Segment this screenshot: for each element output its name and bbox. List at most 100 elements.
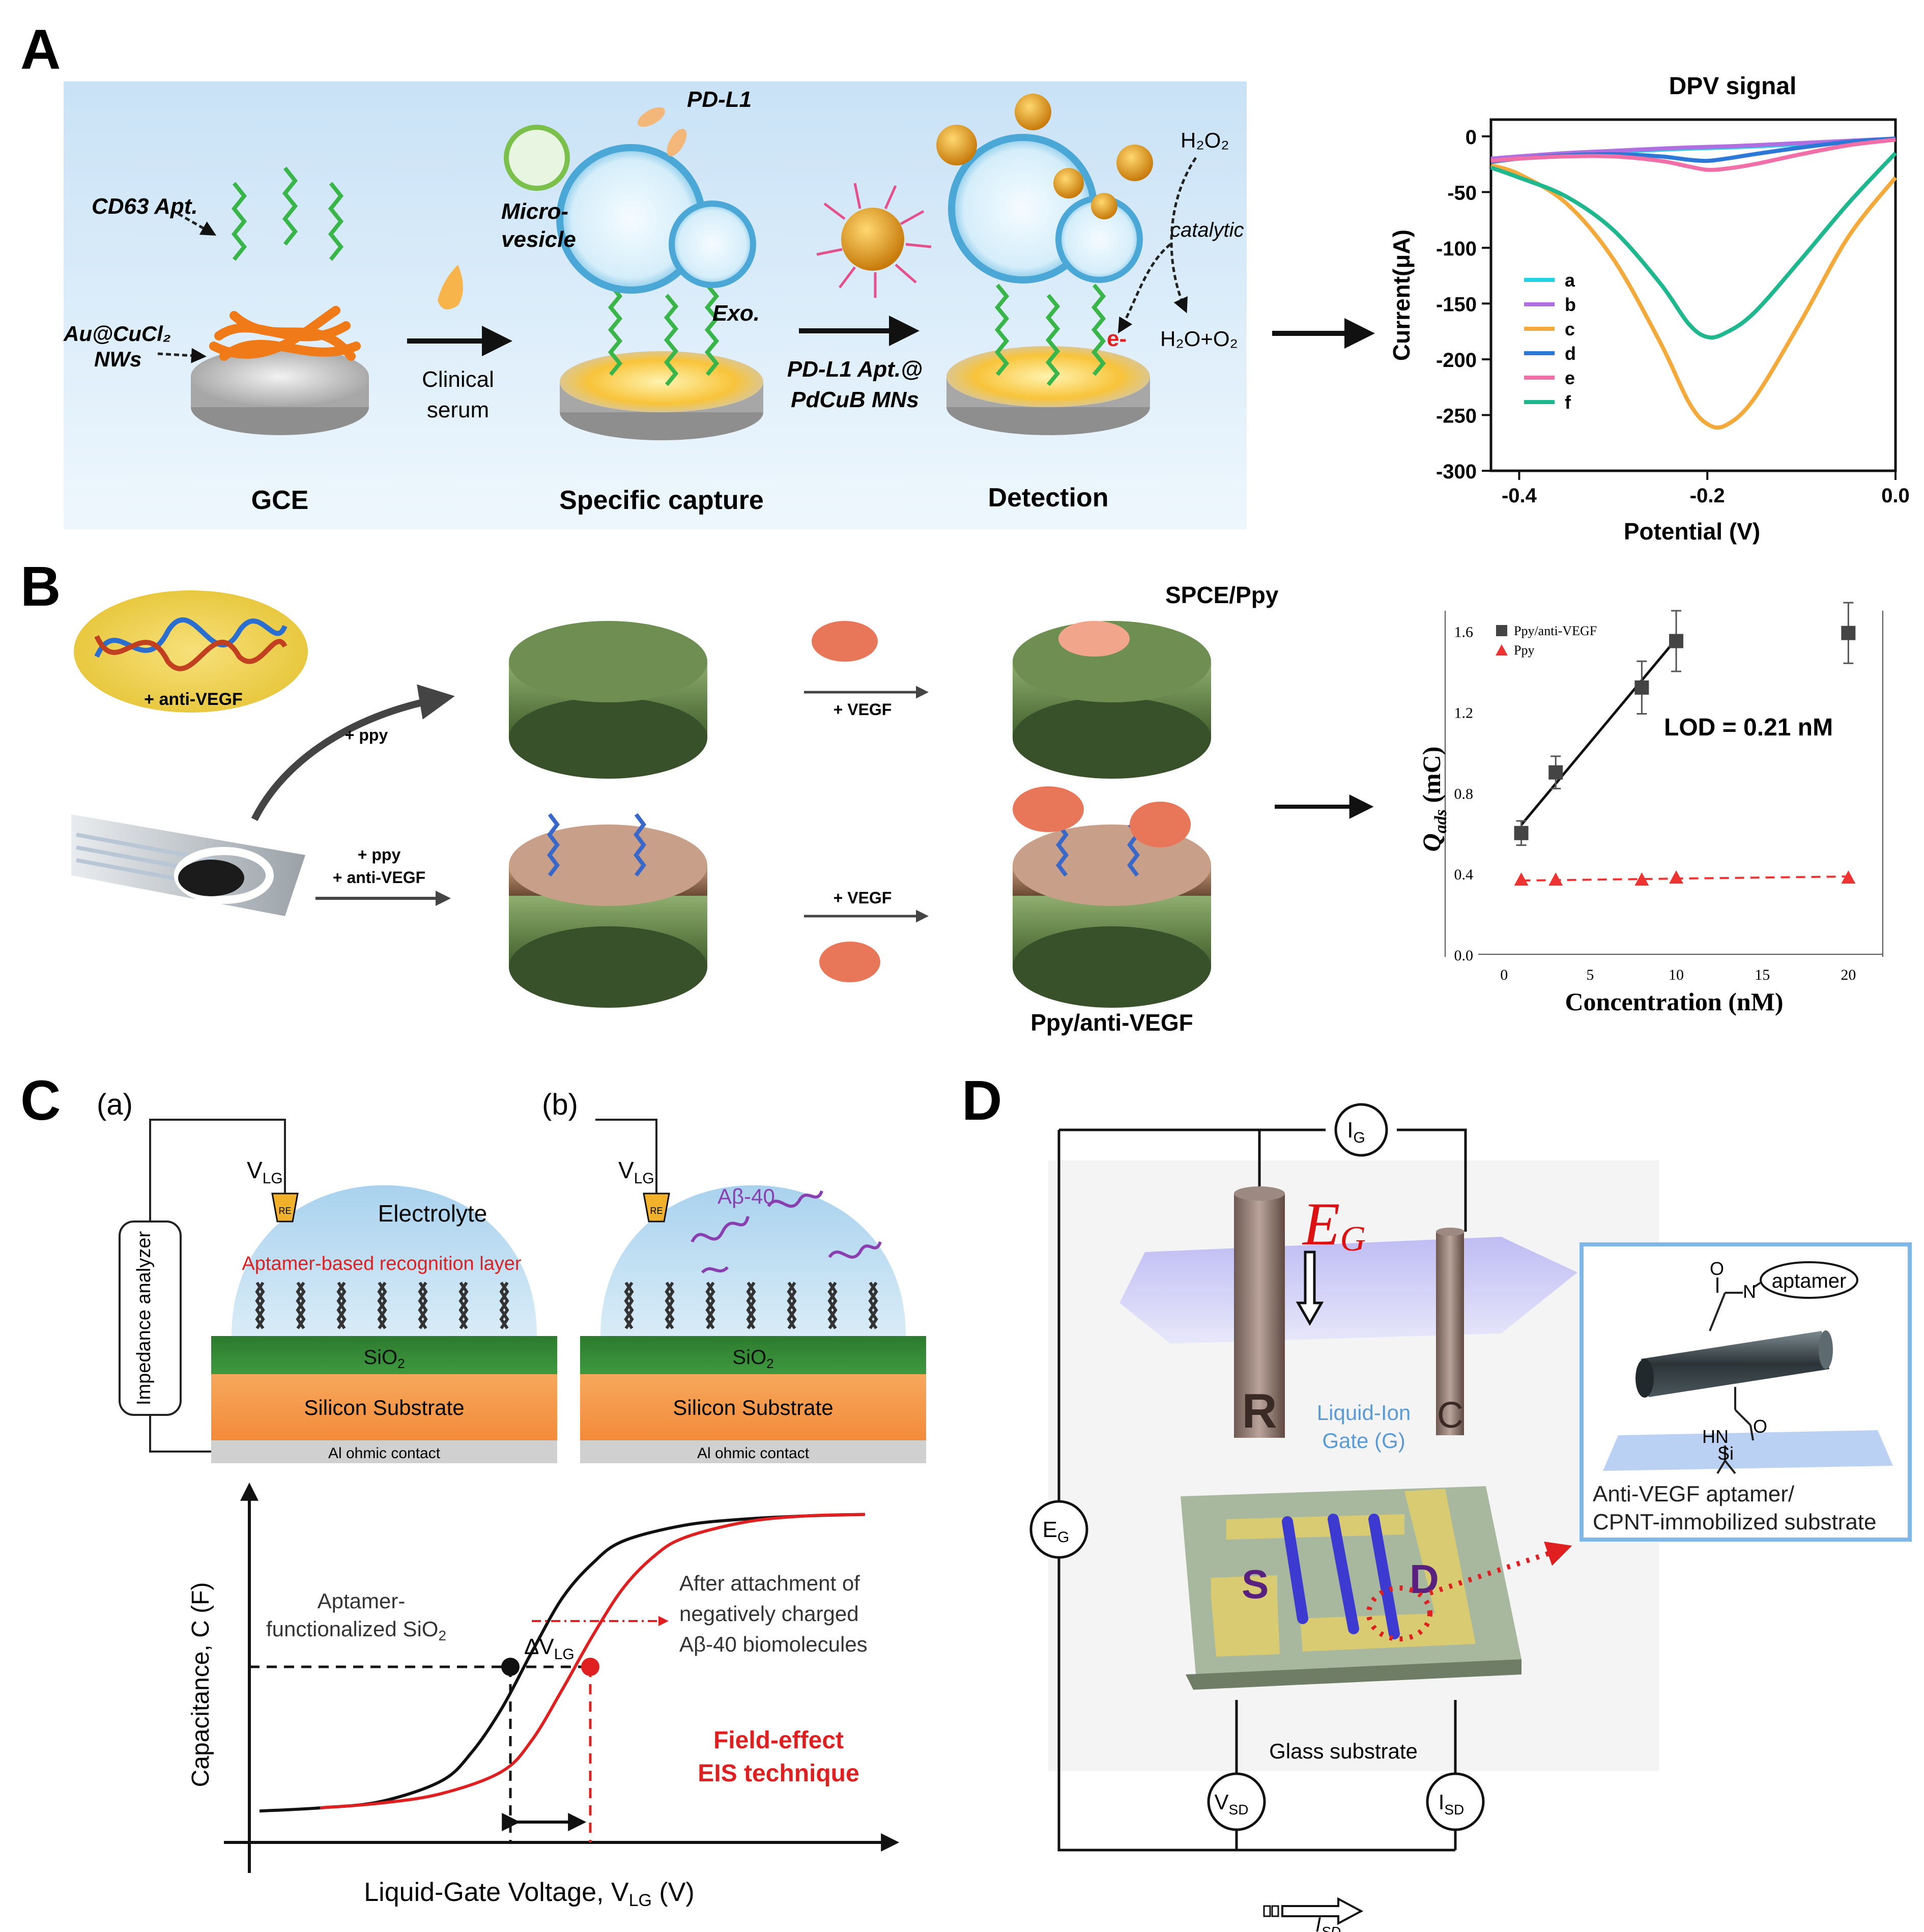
cap-point-black bbox=[501, 1658, 520, 1676]
label-inset-2: CPNT-immobilized substrate bbox=[1593, 1510, 1877, 1535]
dpv-x-tick-label: 0.0 bbox=[1881, 485, 1910, 507]
label-glass: Glass substrate bbox=[1269, 1739, 1418, 1763]
label-after-3: Aβ-40 biomolecules bbox=[679, 1632, 868, 1656]
qads-ylabel-sub: ads bbox=[1431, 809, 1450, 833]
label-d: D bbox=[1410, 1556, 1439, 1602]
qads-x-tick-label: 15 bbox=[1755, 967, 1770, 983]
label-catalytic: catalytic bbox=[1170, 219, 1244, 241]
dpv-x-tick-label: -0.2 bbox=[1690, 485, 1725, 507]
label-au-nw-1: Au@CuCl₂ bbox=[63, 322, 171, 346]
label-sub-b: (b) bbox=[542, 1088, 578, 1121]
dpv-y-tick-label: -300 bbox=[1436, 461, 1477, 483]
dpv-y-tick-label: -150 bbox=[1436, 293, 1477, 316]
vegf-protein-adsorbed bbox=[1058, 621, 1130, 657]
re-label-b: RE bbox=[650, 1206, 663, 1216]
label-apt-func-2: functionalized SiO2 bbox=[266, 1617, 446, 1643]
circuit-wires bbox=[1057, 1128, 1467, 1852]
label-inset-1: Anti-VEGF aptamer/ bbox=[1593, 1482, 1795, 1507]
qads-legend-label: Ppy bbox=[1514, 643, 1534, 658]
dpv-y-tick-label: -200 bbox=[1436, 349, 1477, 372]
label-ppy-anti-vegf: Ppy/anti-VEGF bbox=[1030, 1009, 1193, 1036]
microvesicle bbox=[504, 125, 570, 191]
pdcub-nanozyme bbox=[816, 183, 932, 298]
label-anti-vegf-bubble: + anti-VEGF bbox=[144, 690, 243, 709]
cpnt-tube bbox=[1641, 1331, 1829, 1397]
panel-c: C (a) (b) RE Impedance analyzer bbox=[20, 1069, 926, 1910]
reference-electrode-b bbox=[643, 1192, 670, 1223]
qads-point-ppy-anti-vegf bbox=[1514, 826, 1529, 840]
label-vegf-top: + VEGF bbox=[834, 700, 892, 719]
isd-arrow bbox=[1281, 1897, 1364, 1925]
chem-si: Si bbox=[1717, 1443, 1734, 1464]
label-impedance: Impedance analyzer bbox=[133, 1231, 155, 1406]
cpnt-bundles bbox=[1282, 1514, 1400, 1639]
capture-electrode bbox=[504, 107, 763, 440]
label-isd-arrow-sub: SD bbox=[1321, 1924, 1341, 1932]
qads-legend-marker bbox=[1496, 625, 1507, 636]
disk-ppy-anti-bottom-right bbox=[1013, 786, 1211, 1008]
qads-point-ppy bbox=[1841, 870, 1856, 884]
pdl1-protein-2 bbox=[667, 129, 687, 156]
label-detection: Detection bbox=[988, 483, 1109, 513]
vegf-protein-bottom bbox=[819, 942, 880, 982]
label-delta-vlg: ΔVLG bbox=[524, 1634, 575, 1663]
label-ig-sub: G bbox=[1353, 1129, 1365, 1146]
label-after-1: After attachment of bbox=[679, 1571, 860, 1595]
qads-y-tick-label: 0.0 bbox=[1454, 947, 1474, 964]
label-electron: e- bbox=[1107, 326, 1127, 351]
impedance-analyzer bbox=[119, 1220, 182, 1416]
dpv-legend-label: d bbox=[1565, 343, 1576, 364]
qads-y-ticks: 0.00.40.81.21.6 bbox=[1454, 624, 1474, 964]
disk-ppy-top-right bbox=[1013, 621, 1211, 779]
label-apt-func-2-main: functionalized SiO bbox=[266, 1617, 439, 1641]
label-aptamer-layer: Aptamer-based recognition layer bbox=[242, 1253, 522, 1274]
label-vsd-sub: SD bbox=[1229, 1802, 1249, 1817]
label-apt-func-2-sub: 2 bbox=[438, 1628, 446, 1643]
label-vlg-b-sub: LG bbox=[634, 1170, 654, 1187]
label-ohmic-b: Al ohmic contact bbox=[697, 1445, 810, 1462]
dpv-y-ticks: 0-50-100-150-200-250-300 bbox=[1436, 126, 1491, 483]
reference-electrode-a bbox=[271, 1192, 299, 1223]
cap-series bbox=[259, 1513, 866, 1813]
exosome-small bbox=[669, 201, 756, 288]
panel-a: A CD63 Apt. Au@CuCl₂ NWs GCE bbox=[20, 18, 1910, 545]
label-aptamer: aptamer bbox=[1772, 1270, 1847, 1292]
cap-xlabel: Liquid-Gate Voltage, VLG (V) bbox=[364, 1878, 694, 1910]
label-fe-2: EIS technique bbox=[698, 1760, 859, 1787]
label-apt-func-1: Aptamer- bbox=[318, 1589, 406, 1613]
cap-ylabel: Capacitance, C (F) bbox=[187, 1582, 214, 1787]
label-gate-1: Liquid-Ion bbox=[1317, 1401, 1411, 1425]
label-vlg-b: VLG bbox=[618, 1157, 654, 1187]
label-exo: Exo. bbox=[712, 301, 760, 326]
vsd-source bbox=[1207, 1772, 1266, 1831]
chem-bonds bbox=[1709, 1277, 1762, 1474]
label-isd: ISD bbox=[1439, 1790, 1464, 1817]
label-abeta: Aβ-40 bbox=[717, 1184, 775, 1208]
label-isd-main: I bbox=[1439, 1790, 1445, 1814]
gce-electrode bbox=[191, 166, 369, 435]
aptamer-ellipse bbox=[1760, 1261, 1858, 1299]
qads-point-ppy-anti-vegf bbox=[1634, 680, 1649, 695]
cap-curve-aptamer bbox=[259, 1513, 866, 1813]
qads-y-tick-label: 1.6 bbox=[1454, 624, 1474, 641]
label-vlg-b-main: V bbox=[618, 1157, 634, 1183]
label-electrolyte: Electrolyte bbox=[378, 1200, 487, 1227]
cd63-aptamers bbox=[231, 166, 344, 261]
panel-letter-a: A bbox=[20, 18, 61, 81]
label-vsd: VSD bbox=[1215, 1790, 1249, 1817]
dpv-line-c bbox=[1490, 163, 1898, 430]
label-clinical-1: Clinical bbox=[422, 367, 494, 392]
isd-meter bbox=[1426, 1772, 1485, 1831]
zoom-arrow bbox=[1429, 1541, 1572, 1596]
arrow-ppy bbox=[251, 684, 455, 821]
label-after-2: negatively charged bbox=[679, 1602, 859, 1626]
qads-point-ppy bbox=[1669, 870, 1684, 884]
label-clinical-2: serum bbox=[427, 397, 489, 422]
highlight-ring bbox=[1366, 1585, 1432, 1641]
chem-hn: HN bbox=[1702, 1426, 1729, 1447]
vegf-protein-top bbox=[812, 621, 878, 662]
label-vegf-bottom: + VEGF bbox=[834, 889, 892, 907]
abeta-peptides bbox=[691, 1190, 882, 1274]
